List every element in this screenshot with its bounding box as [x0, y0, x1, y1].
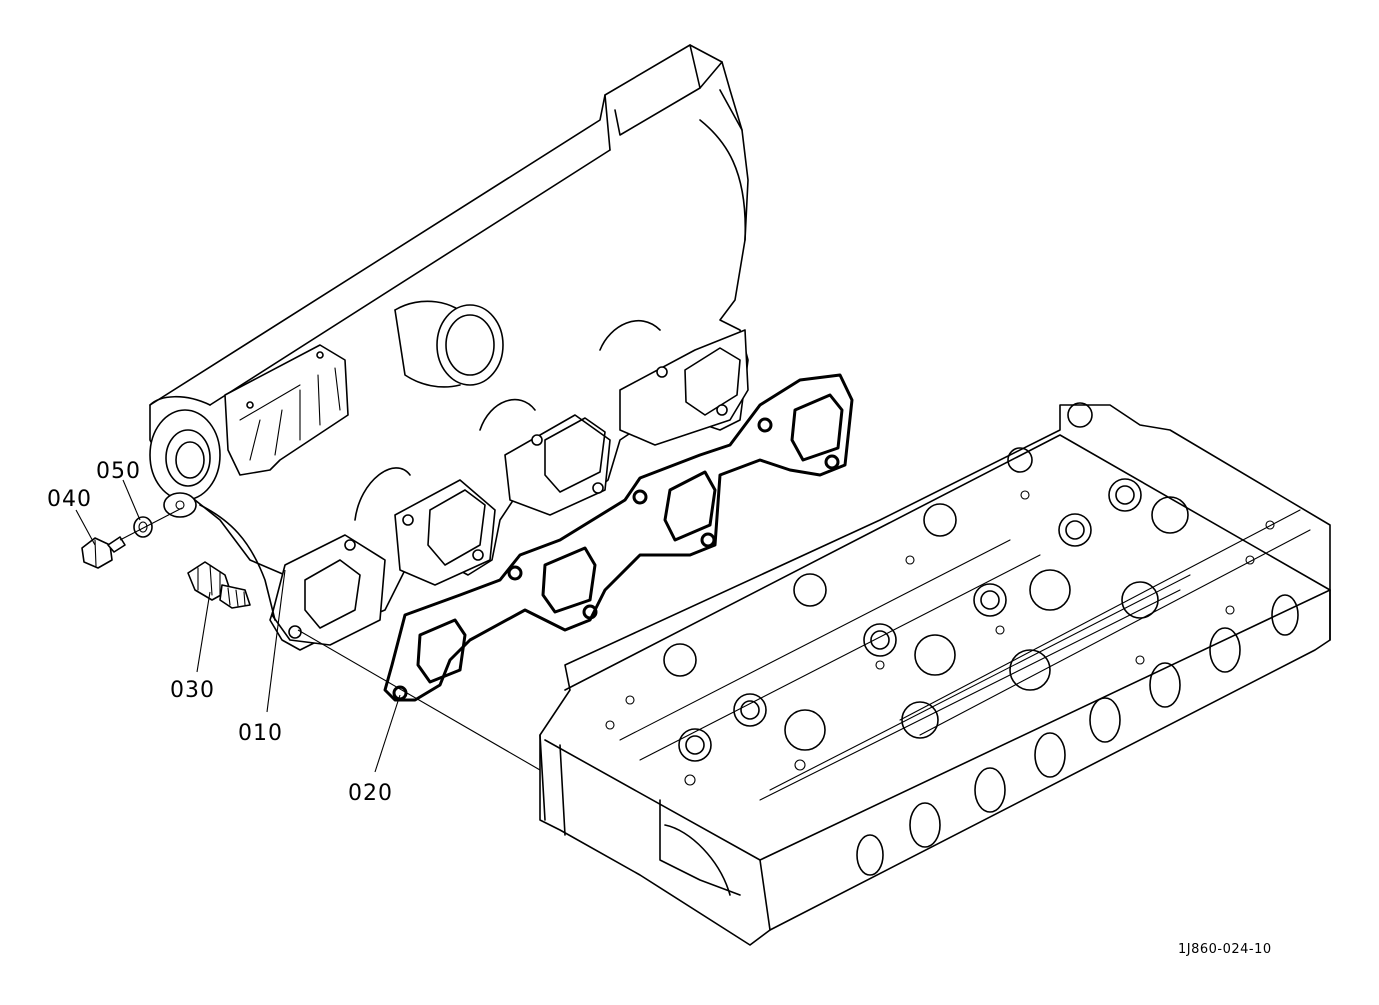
callout-030[interactable]: 030: [170, 678, 215, 703]
stud-bolt[interactable]: [187, 561, 251, 609]
drawing-id: 1J860-024-10: [1178, 942, 1272, 957]
leader-line-050: [122, 479, 141, 521]
leader-line-020: [374, 694, 401, 773]
leader-line-030: [196, 591, 211, 673]
leader-line-010: [266, 569, 286, 713]
assembly-line: [297, 629, 541, 771]
assembly-line: [119, 507, 183, 541]
callout-050[interactable]: 050: [96, 459, 141, 484]
callout-040[interactable]: 040: [47, 487, 92, 512]
exhaust-manifold[interactable]: [149, 44, 749, 651]
leader-line-040: [75, 509, 96, 546]
callout-020[interactable]: 020: [348, 781, 393, 806]
cylinder-head: [539, 402, 1331, 946]
callout-010[interactable]: 010: [238, 721, 283, 746]
washer[interactable]: [133, 516, 153, 538]
bolt[interactable]: [81, 536, 126, 569]
